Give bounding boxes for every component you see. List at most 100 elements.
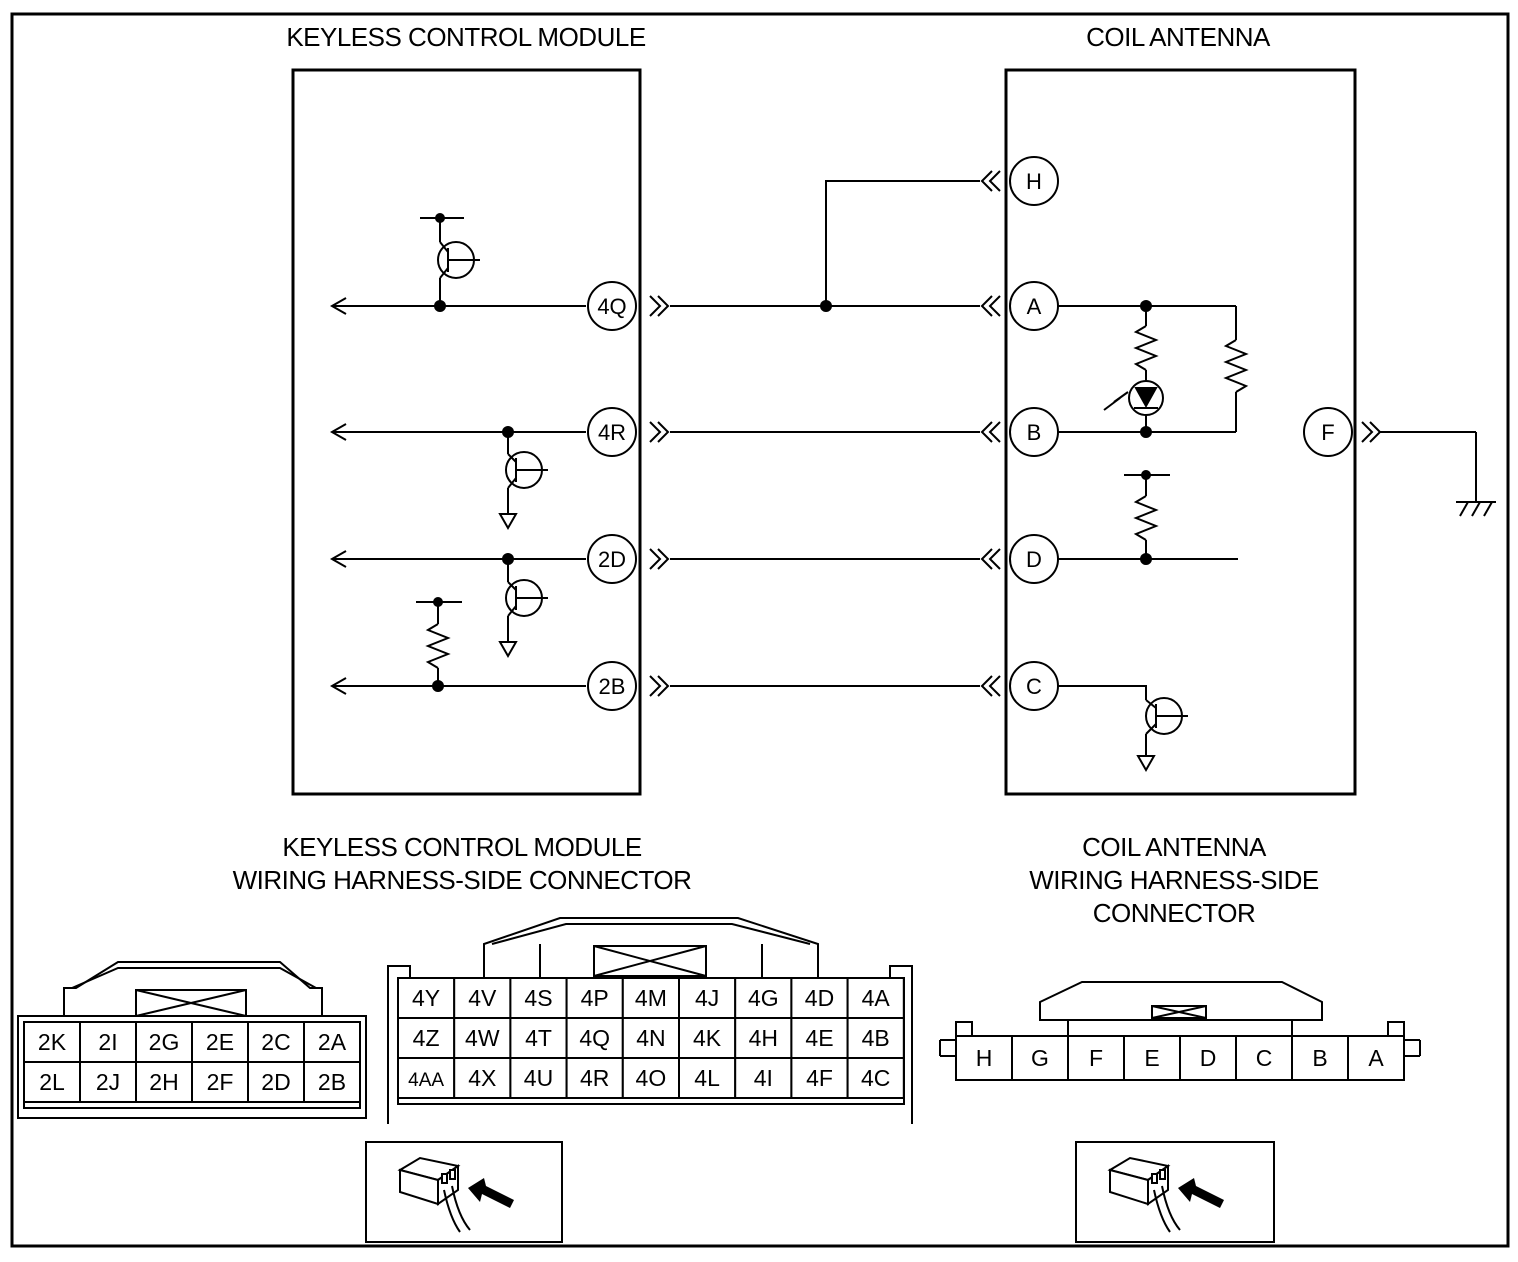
resistor-icon [416,601,462,686]
kcm-connector-title-1: KEYLESS CONTROL MODULE [282,832,642,862]
connector-cell [846,1017,905,1059]
connector-cell-label: 4D [805,985,834,1011]
coil-connector-cell-label: F [1089,1045,1103,1071]
transistor-icon [420,217,480,306]
coil-connector-cell [1179,1035,1237,1081]
connector-cell [303,1021,361,1063]
kcm-pin-4r: 4R [587,407,637,457]
coil-connector-cell-label: E [1144,1045,1159,1071]
coil-connector-cell-label: H [976,1045,993,1071]
coil-connector-cell-label: G [1031,1045,1049,1071]
connector-cell-label: 2C [261,1029,290,1055]
svg-text:H: H [1026,169,1042,194]
kcm-title: KEYLESS CONTROL MODULE [286,22,646,52]
connector-cell [621,1017,680,1059]
kcm-box [291,68,642,796]
connector-cell-label: 2H [149,1069,178,1095]
resistor-icon [1133,325,1159,371]
connector-view-icon [1075,1141,1275,1243]
coil-connector-cell-label: A [1368,1045,1384,1071]
connector-cell-label: 2E [206,1029,234,1055]
connector-cell-label: 4O [636,1065,667,1091]
connector-cell-label: 4N [636,1025,665,1051]
junction-dots [432,213,1152,692]
led-icon [1103,380,1164,416]
arrow-icon [1178,1178,1224,1208]
connector-cell [397,1057,456,1099]
kcm-pin-2b: 2B [587,661,637,711]
coil-pin-f: F [1303,407,1353,457]
connector-cell-label: 4A [862,985,891,1011]
connector-cell-label: 2D [261,1069,290,1095]
coil-connector-cell-label: B [1312,1045,1327,1071]
coil-pin-b: B [1009,407,1059,457]
connector-cell-label: 4P [581,985,609,1011]
connector-cell [509,1057,568,1099]
coil-antenna-box [1004,68,1357,796]
connector-view-icon [365,1141,563,1243]
connector-cell-label: 2J [96,1069,120,1095]
connector-cell [734,1057,793,1099]
connector-cell-label: 4L [694,1065,720,1091]
connector-cell-label: 4X [468,1065,496,1091]
kcm-pin-2d: 2D [587,534,637,584]
connector-cell [397,1017,456,1059]
connector-cell-label: 2L [39,1069,65,1095]
connector-cell-label: 4V [468,985,497,1011]
connector-cell-label: 4AA [408,1070,444,1091]
coil-pin-d: D [1009,534,1059,584]
connector-cell-label: 4W [465,1025,500,1051]
coil-pin-a: A [1009,281,1059,331]
connector-cell-label: 4M [635,985,667,1011]
connector-cell-label: 4G [748,985,779,1011]
connector-cell [23,1061,81,1103]
svg-text:C: C [1026,674,1042,699]
transistor-icon [498,432,548,531]
connector-cell-label: 4S [524,985,552,1011]
connector-cell-label: 4B [862,1025,890,1051]
transistor-icon [1136,697,1188,773]
coil-connector-title-1: COIL ANTENNA [1082,832,1267,862]
coil-connector-cell [1347,1035,1405,1081]
connector-chevrons [649,295,670,697]
connector-cell [453,1017,512,1059]
coil-pin-c: C [1009,661,1059,711]
ground-icon [1456,501,1496,517]
connector-cell-label: 4U [524,1065,553,1091]
coil-connector-title-2: WIRING HARNESS-SIDE [1029,865,1319,895]
connector-cell [303,1061,361,1103]
connector-cell-label: 2B [318,1069,346,1095]
connector-cell-label: 2I [98,1029,117,1055]
connector-cell-label: 4F [806,1065,833,1091]
connector-cell-label: 4Q [579,1025,610,1051]
resistor-icon [1124,474,1170,559]
coil-connector-cell [1235,1035,1293,1081]
connector-cell [846,977,905,1019]
connector-cell [247,1061,305,1103]
coil-pin-h: H [1009,156,1059,206]
diagram-frame [10,12,1510,1248]
connector-cell [565,1057,624,1099]
connector-cell [678,1057,737,1099]
connector-cell-label: 4Y [412,985,440,1011]
connector-chevrons [1361,421,1382,443]
connector-cell-label: 4I [754,1065,773,1091]
connector-cell [191,1061,249,1103]
connector-cell-label: 4Z [413,1025,440,1051]
svg-text:F: F [1321,420,1334,445]
svg-text:B: B [1027,420,1042,445]
connector-cell [79,1021,137,1063]
connector-cell [191,1021,249,1063]
connector-cell-label: 4T [525,1025,552,1051]
coil-connector-housing [939,981,1421,1057]
svg-text:2D: 2D [598,547,626,572]
connector-cell-label: 4E [805,1025,833,1051]
connector-cell-label: 4C [861,1065,890,1091]
connector-cell-label: 2A [318,1029,347,1055]
connector-cell [509,1017,568,1059]
connector-cell-label: 2F [207,1069,234,1095]
